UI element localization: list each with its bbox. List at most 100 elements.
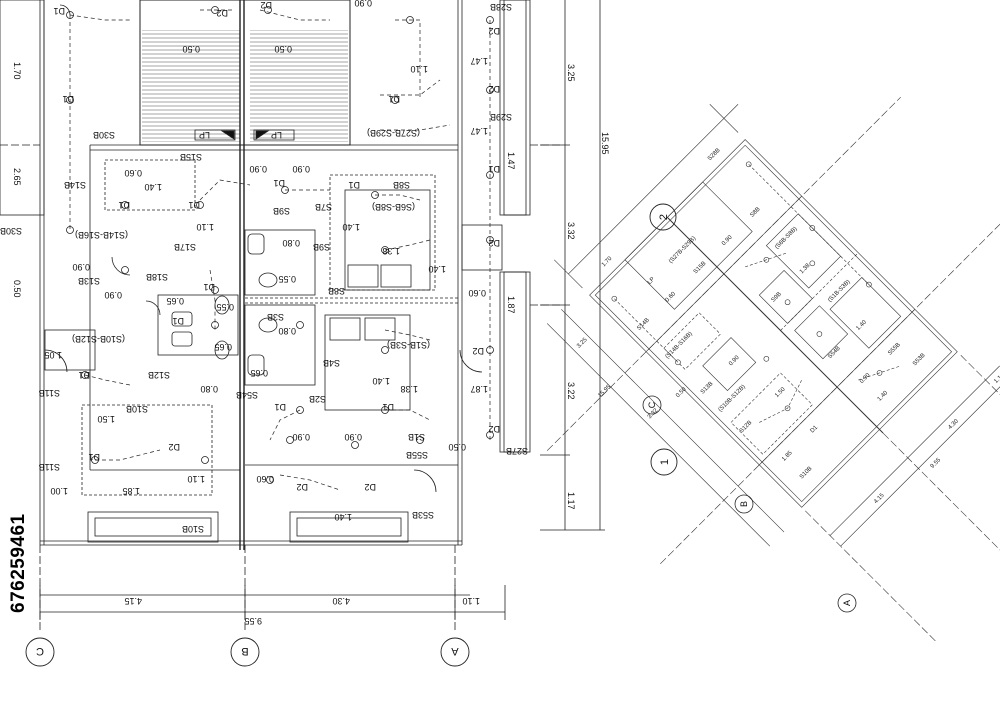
socket-label: S53B bbox=[412, 510, 434, 520]
circuit-group: (S6B-S8B) bbox=[372, 202, 415, 212]
inner-dim: 1.40 bbox=[372, 376, 390, 386]
rot-label: 4.30 bbox=[947, 418, 960, 431]
inner-dim: 1.50 bbox=[97, 414, 115, 424]
socket-label: S13B bbox=[78, 276, 100, 286]
height-dim: 1.17 bbox=[566, 492, 576, 510]
left-dim: 1.05 bbox=[44, 350, 62, 360]
rot-label: 0.90 bbox=[721, 234, 734, 247]
grid-label-2: 2 bbox=[658, 214, 670, 220]
socket-label: S1B bbox=[408, 432, 425, 442]
seg-dim: 1.10 bbox=[462, 596, 480, 606]
symbol-label: D1 bbox=[118, 200, 130, 210]
rot-label: 1.85 bbox=[781, 450, 794, 463]
socket-label: S7B bbox=[315, 202, 332, 212]
total-width-dim: 9.55 bbox=[244, 616, 262, 626]
inner-dim: 0.60 bbox=[256, 474, 274, 484]
symbol-label: D2 bbox=[168, 442, 180, 452]
inner-dim: 1.40 bbox=[428, 264, 446, 274]
symbol-label: D1 bbox=[382, 402, 394, 412]
rot-label: 3.25 bbox=[576, 337, 589, 350]
socket-label: S12B bbox=[148, 370, 170, 380]
socket-label: S18B bbox=[146, 272, 168, 282]
grid-label-a-rot: A bbox=[842, 600, 852, 606]
inner-dim: 1.47 bbox=[470, 126, 488, 136]
symbol-label: D2 bbox=[488, 238, 500, 248]
grid-label-b-rot: B bbox=[739, 501, 749, 507]
rot-label: 1.40 bbox=[877, 390, 890, 403]
rot-label: 1.40 bbox=[855, 319, 868, 332]
height-dim: 3.25 bbox=[566, 64, 576, 82]
rot-label: S28B bbox=[707, 148, 722, 163]
inner-dim: 1.38 bbox=[400, 384, 418, 394]
socket-label: S10B bbox=[126, 404, 148, 414]
socket-label: S4B bbox=[323, 358, 340, 368]
symbol-label: D2 bbox=[488, 26, 500, 36]
inner-dim: 0.65 bbox=[250, 368, 268, 378]
inner-dim: 1.40 bbox=[342, 222, 360, 232]
rot-label: S12B bbox=[739, 420, 754, 435]
inner-dim: 1.10 bbox=[196, 222, 214, 232]
rot-label: (S6B-S8B) bbox=[774, 226, 799, 251]
panel-label: LP bbox=[199, 130, 210, 140]
socket-label: S8B bbox=[393, 180, 410, 190]
symbol-label: D2 bbox=[472, 346, 484, 356]
inner-dim: 0.55 bbox=[216, 302, 234, 312]
rot-label: 1.70 bbox=[601, 255, 614, 268]
circuit-group: (S27B-S29B) bbox=[367, 128, 420, 138]
inner-dim: 1.87 bbox=[506, 296, 516, 314]
socket-label: S29B bbox=[490, 112, 512, 122]
inner-dim: 0.60 bbox=[468, 288, 486, 298]
rot-label: S13B bbox=[700, 381, 715, 396]
inner-dim: 0.50 bbox=[448, 442, 466, 452]
socket-label: S55B bbox=[406, 450, 428, 460]
socket-label: S9B bbox=[313, 242, 330, 252]
rot-label: 4.15 bbox=[873, 492, 886, 505]
symbol-label: D1 bbox=[203, 282, 215, 292]
grid-label-c-rot: C bbox=[647, 401, 657, 408]
socket-label: S54B bbox=[236, 390, 258, 400]
inner-dim: 1.87 bbox=[470, 384, 488, 394]
inner-dim: 0.60 bbox=[124, 168, 142, 178]
inner-dim: 0.90 bbox=[104, 290, 122, 300]
panel-label: LP bbox=[271, 130, 282, 140]
stock-id-text: 676259461 bbox=[8, 513, 29, 613]
inner-dim: 0.80 bbox=[278, 326, 296, 336]
rot-label: S15B bbox=[693, 261, 708, 276]
main-plan-labels: D1 D2 D2 0.90 S28B D2 0.50 0.50 1.10 1.4… bbox=[0, 0, 610, 626]
inner-dim: 1.40 bbox=[144, 182, 162, 192]
symbol-label: D1 bbox=[388, 94, 400, 104]
rot-label: 0.90 bbox=[728, 354, 741, 367]
symbol-label: D1 bbox=[348, 180, 360, 190]
inner-dim: 1.10 bbox=[410, 64, 428, 74]
rot-label: LP bbox=[647, 277, 656, 286]
rot-label: S55B bbox=[887, 342, 902, 357]
seg-dim: 4.15 bbox=[124, 596, 142, 606]
symbol-label: D2 bbox=[364, 482, 376, 492]
seg-dim: 4.30 bbox=[332, 596, 350, 606]
socket-label: S8B bbox=[328, 286, 345, 296]
symbol-label: D2 bbox=[216, 8, 228, 18]
symbol-label: D1 bbox=[53, 6, 65, 16]
inner-dim: 1.00 bbox=[50, 486, 68, 496]
inner-dim: 1.47 bbox=[470, 56, 488, 66]
rot-label: 0.50 bbox=[675, 386, 688, 399]
rot-label: S53B bbox=[912, 353, 927, 368]
grid-label-a: A bbox=[451, 645, 459, 657]
socket-label: S17B bbox=[174, 242, 196, 252]
symbol-label: D2 bbox=[488, 424, 500, 434]
symbol-label: D1 bbox=[188, 200, 200, 210]
left-dim: 1.70 bbox=[12, 62, 22, 80]
main-plan bbox=[0, 0, 605, 632]
rot-label: 1.10 bbox=[993, 372, 1000, 385]
inner-dim: 0.90 bbox=[292, 432, 310, 442]
socket-label: S14B bbox=[64, 180, 86, 190]
rot-label: (S10B-S12B) bbox=[718, 384, 747, 413]
inner-dim: 1.38 bbox=[382, 246, 400, 256]
inner-dim: 0.50 bbox=[274, 44, 292, 54]
inner-dim: 0.90 bbox=[354, 0, 372, 8]
stock-id-watermark: 676259461 bbox=[4, 462, 29, 617]
socket-label: S30B bbox=[93, 130, 115, 140]
inner-dim: 0.90 bbox=[72, 262, 90, 272]
inner-dim: 0.80 bbox=[282, 238, 300, 248]
